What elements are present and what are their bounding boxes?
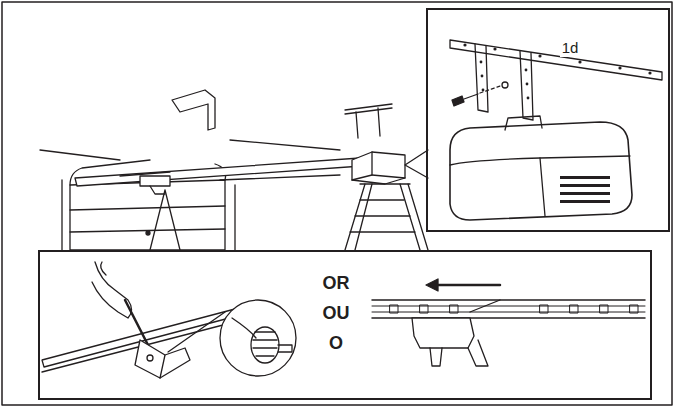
- callout-wedge: [405, 150, 428, 178]
- bolt: [452, 82, 508, 106]
- option-word: O: [327, 334, 345, 354]
- mounting-bracket: [450, 40, 662, 120]
- hand-with-screwdriver: [92, 262, 190, 378]
- opener-motor-unit: [450, 116, 632, 220]
- trolley-close-up: [372, 300, 645, 366]
- ceiling-bracket: [345, 104, 392, 138]
- option-word: OU: [321, 304, 352, 324]
- callout-wedge: [150, 190, 180, 250]
- callout-number: 1d: [560, 40, 581, 57]
- header-bracket: [172, 90, 215, 130]
- rail: [75, 158, 362, 194]
- magnified-detail: [168, 300, 296, 376]
- inset-panel: 1d: [426, 8, 670, 232]
- opener-unit: [352, 152, 405, 184]
- option-word: OR: [321, 274, 352, 294]
- direction-arrow: [426, 279, 500, 291]
- step-ladder: [345, 184, 428, 250]
- garage-walls: [40, 140, 340, 250]
- inset-panel: OR OU O: [38, 250, 652, 400]
